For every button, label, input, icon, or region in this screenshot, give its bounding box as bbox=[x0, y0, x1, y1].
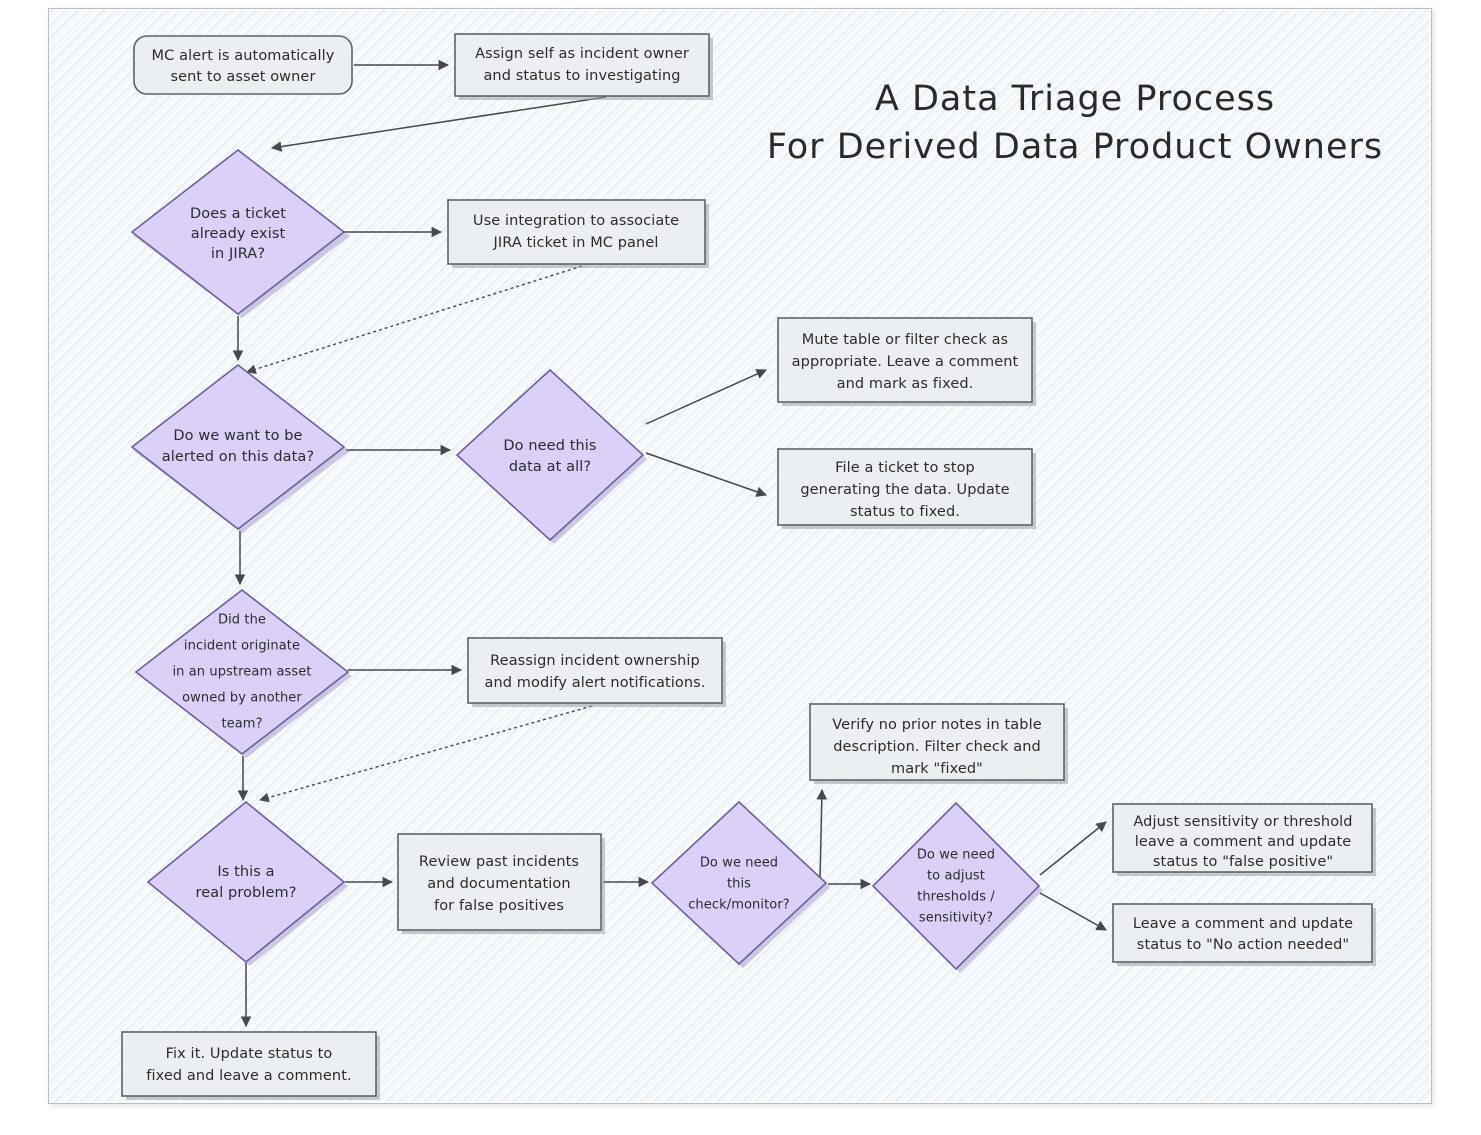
real-problem-shape bbox=[146, 800, 346, 964]
verify-notes-label-1: Verify no prior notes in table bbox=[832, 717, 1041, 733]
reassign-label-2: and modify alert notifications. bbox=[484, 675, 705, 691]
adjust-thresholds-label-1: Do we need bbox=[917, 848, 995, 863]
fix-it-label-2: fixed and leave a comment. bbox=[146, 1068, 351, 1084]
verify-notes-label-3: mark "fixed" bbox=[891, 761, 983, 777]
real-problem-label-2: real problem? bbox=[195, 885, 296, 901]
assign-self-label-2: and status to investigating bbox=[483, 68, 680, 84]
review-past-label-2: and documentation bbox=[427, 876, 570, 892]
edge-integration-to-want-alert bbox=[246, 265, 583, 375]
upstream-asset-label-2: incident originate bbox=[184, 639, 300, 654]
alert-sent-shape bbox=[133, 35, 353, 95]
need-data-label-2: data at all? bbox=[509, 459, 591, 475]
review-past-label-1: Review past incidents bbox=[419, 854, 579, 870]
node-ticket-exists[interactable]: Does a ticket already exist in JIRA? bbox=[130, 148, 350, 318]
upstream-asset-label-5: team? bbox=[221, 717, 262, 732]
diagram-title: A Data Triage Process For Derived Data P… bbox=[767, 79, 1383, 167]
node-assign-self[interactable]: Assign self as incident owner and status… bbox=[454, 33, 713, 100]
real-problem-label-1: Is this a bbox=[217, 864, 274, 880]
no-action-shape bbox=[1112, 903, 1373, 963]
node-file-ticket[interactable]: File a ticket to stop generating the dat… bbox=[777, 448, 1036, 529]
node-fix-it[interactable]: Fix it. Update status to fixed and leave… bbox=[121, 1031, 380, 1100]
assign-self-label-1: Assign self as incident owner bbox=[475, 46, 689, 62]
node-no-action[interactable]: Leave a comment and update status to "No… bbox=[1112, 903, 1376, 966]
adjust-sensitivity-label-3: status to "false positive" bbox=[1153, 854, 1333, 870]
use-integration-label-1: Use integration to associate bbox=[473, 213, 679, 229]
node-adjust-thresholds[interactable]: Do we need to adjust thresholds / sensit… bbox=[871, 801, 1043, 973]
need-check-label-3: check/monitor? bbox=[688, 898, 790, 913]
need-check-label-2: this bbox=[727, 877, 751, 892]
edge-adjust-to-no-action bbox=[1039, 892, 1107, 931]
file-ticket-label-3: status to fixed. bbox=[850, 504, 960, 520]
edge-layer bbox=[232, 59, 1107, 1028]
edge-need-data-to-mute bbox=[645, 369, 767, 425]
want-alert-label-2: alerted on this data? bbox=[162, 449, 314, 465]
edge-need-check-to-verify bbox=[816, 788, 828, 881]
ticket-exists-label-2: already exist bbox=[191, 226, 286, 242]
node-use-integration[interactable]: Use integration to associate JIRA ticket… bbox=[447, 199, 709, 268]
verify-notes-shape bbox=[809, 703, 1065, 781]
adjust-sensitivity-shape bbox=[1112, 803, 1373, 873]
title-line-1: A Data Triage Process bbox=[875, 79, 1275, 119]
node-reassign[interactable]: Reassign incident ownership and modify a… bbox=[467, 637, 726, 707]
alert-sent-label-1: MC alert is automatically bbox=[152, 48, 335, 64]
edge-reassign-to-real-problem bbox=[259, 705, 593, 803]
review-past-label-3: for false positives bbox=[434, 898, 564, 914]
adjust-sensitivity-label-1: Adjust sensitivity or threshold bbox=[1133, 814, 1352, 830]
use-integration-label-2: JIRA ticket in MC panel bbox=[493, 235, 659, 251]
upstream-asset-label-4: owned by another bbox=[182, 691, 302, 706]
mute-table-label-2: appropriate. Leave a comment bbox=[792, 354, 1019, 370]
review-past-shape bbox=[397, 833, 602, 931]
need-data-shape bbox=[455, 368, 645, 542]
need-check-shape bbox=[650, 800, 828, 966]
use-integration-shape bbox=[447, 199, 706, 265]
mute-table-shape bbox=[777, 317, 1033, 403]
adjust-thresholds-label-2: to adjust bbox=[927, 869, 985, 884]
adjust-sensitivity-label-2: leave a comment and update bbox=[1135, 834, 1352, 850]
adjust-thresholds-shape bbox=[871, 801, 1041, 971]
fix-it-label-1: Fix it. Update status to bbox=[166, 1046, 333, 1062]
need-check-label-1: Do we need bbox=[700, 856, 778, 871]
edge-assign-to-ticket bbox=[270, 96, 607, 152]
title-line-2: For Derived Data Product Owners bbox=[767, 127, 1383, 167]
node-mute-table[interactable]: Mute table or filter check as appropriat… bbox=[777, 317, 1036, 406]
edge-adjust-to-sensitivity bbox=[1039, 821, 1107, 876]
alert-sent-label-2: sent to asset owner bbox=[170, 69, 315, 85]
fix-it-shape bbox=[121, 1031, 377, 1097]
want-alert-shape bbox=[130, 363, 346, 531]
reassign-label-1: Reassign incident ownership bbox=[490, 653, 700, 669]
node-need-check[interactable]: Do we need this check/monitor? bbox=[650, 800, 830, 968]
upstream-asset-label-1: Did the bbox=[218, 613, 266, 628]
node-real-problem[interactable]: Is this a real problem? bbox=[146, 800, 348, 966]
node-adjust-sensitivity[interactable]: Adjust sensitivity or threshold leave a … bbox=[1112, 803, 1376, 876]
node-verify-notes[interactable]: Verify no prior notes in table descripti… bbox=[809, 703, 1068, 784]
node-alert-sent[interactable]: MC alert is automatically sent to asset … bbox=[133, 35, 353, 95]
ticket-exists-label-3: in JIRA? bbox=[211, 246, 265, 262]
node-upstream-asset[interactable]: Did the incident originate in an upstrea… bbox=[134, 588, 352, 758]
upstream-asset-label-3: in an upstream asset bbox=[172, 665, 311, 680]
node-want-alert[interactable]: Do we want to be alerted on this data? bbox=[130, 363, 350, 533]
file-ticket-label-2: generating the data. Update bbox=[800, 482, 1009, 498]
verify-notes-label-2: description. Filter check and bbox=[833, 739, 1041, 755]
node-need-data[interactable]: Do need this data at all? bbox=[455, 368, 647, 544]
ticket-exists-shape bbox=[130, 148, 346, 316]
mute-table-label-3: and mark as fixed. bbox=[837, 376, 974, 392]
adjust-thresholds-label-4: sensitivity? bbox=[919, 911, 993, 926]
reassign-shape bbox=[467, 637, 723, 704]
upstream-asset-shape bbox=[134, 588, 350, 756]
assign-self-shape bbox=[454, 33, 710, 97]
want-alert-label-1: Do we want to be bbox=[173, 428, 302, 444]
mute-table-label-1: Mute table or filter check as bbox=[802, 332, 1008, 348]
no-action-label-2: status to "No action needed" bbox=[1137, 937, 1349, 953]
file-ticket-shape bbox=[777, 448, 1033, 526]
adjust-thresholds-label-3: thresholds / bbox=[917, 890, 995, 905]
need-data-label-1: Do need this bbox=[503, 438, 596, 454]
edge-need-data-to-file-ticket bbox=[645, 452, 767, 497]
node-review-past[interactable]: Review past incidents and documentation … bbox=[397, 833, 605, 934]
file-ticket-label-1: File a ticket to stop bbox=[835, 460, 975, 476]
ticket-exists-label-1: Does a ticket bbox=[190, 206, 286, 222]
no-action-label-1: Leave a comment and update bbox=[1133, 916, 1353, 932]
